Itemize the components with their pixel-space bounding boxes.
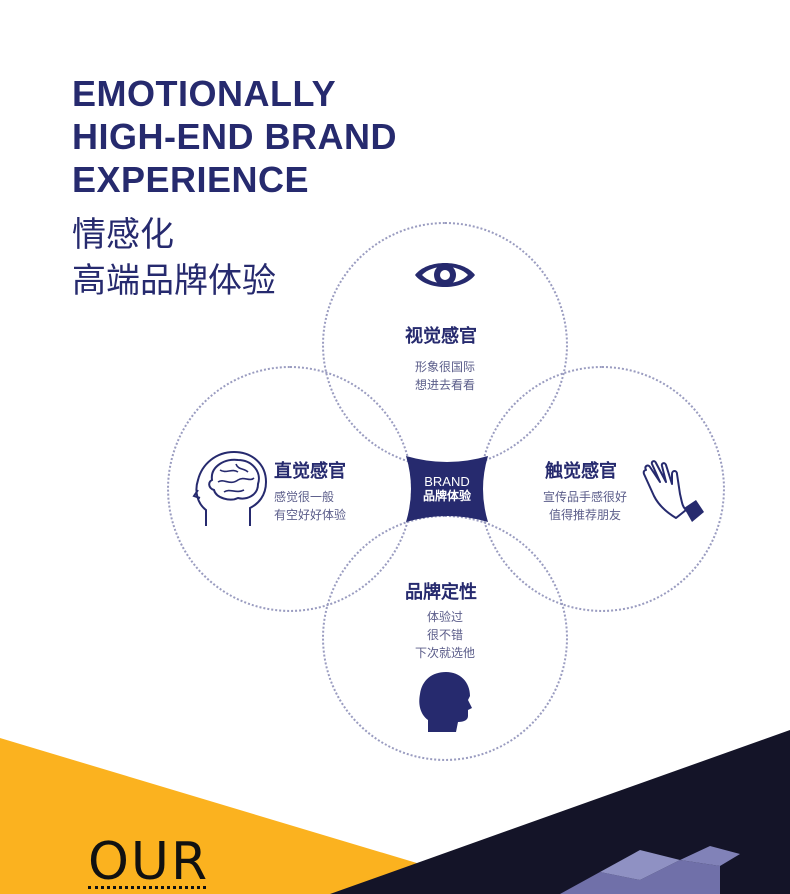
chinese-heading: 情感化 高端品牌体验 <box>72 212 276 304</box>
cube-graphic <box>560 846 740 894</box>
touch-sense-description: 宣传品手感很好 值得推荐朋友 <box>537 488 633 524</box>
english-heading: EMOTIONALLY HIGH-END BRAND EXPERIENCE <box>72 72 397 201</box>
eye-icon <box>415 263 475 287</box>
english-heading-line: EXPERIENCE <box>72 159 310 200</box>
intuition-sense-title: 直觉感官 <box>274 461 346 482</box>
head-silhouette-icon <box>419 672 472 732</box>
brand-experience-badge: BRAND 品牌体验 <box>406 456 488 522</box>
brand-sense-title: 品牌定性 <box>405 582 477 603</box>
badge-text-cn: 品牌体验 <box>422 489 471 503</box>
yellow-band <box>0 738 520 894</box>
brand-desc-line: 下次就选他 <box>414 646 475 660</box>
brain-head-icon <box>192 450 268 526</box>
brand-desc-line: 很不错 <box>426 628 463 642</box>
english-heading-line: EMOTIONALLY <box>72 73 337 114</box>
visual-desc-line: 形象很国际 <box>414 360 475 374</box>
hand-icon <box>642 460 704 522</box>
our-heading: OUR <box>88 832 210 892</box>
english-heading-line: HIGH-END BRAND <box>72 116 397 157</box>
brand-desc-line: 体验过 <box>426 610 463 624</box>
visual-desc-line: 想进去看看 <box>414 378 475 392</box>
badge-shape <box>406 456 488 522</box>
chinese-heading-line: 情感化 <box>72 215 174 255</box>
touch-desc-line: 值得推荐朋友 <box>548 508 621 522</box>
visual-sense-title: 视觉感官 <box>405 326 477 347</box>
visual-sense-description: 形象很国际 想进去看看 <box>400 358 490 394</box>
badge-text-en: BRAND <box>424 474 470 489</box>
touch-sense-title: 触觉感官 <box>545 461 617 482</box>
intuition-desc-line: 有空好好体验 <box>274 508 347 522</box>
chinese-heading-line: 高端品牌体验 <box>72 261 276 301</box>
touch-desc-line: 宣传品手感很好 <box>542 490 627 504</box>
badge-text: BRAND 品牌体验 <box>406 474 488 504</box>
brand-sense-description: 体验过 很不错 下次就选他 <box>400 608 490 662</box>
background-shapes <box>0 730 790 894</box>
our-heading-underline <box>88 886 206 889</box>
intuition-sense-description: 感觉很一般 有空好好体验 <box>274 488 346 524</box>
dark-band <box>330 730 790 894</box>
intuition-desc-line: 感觉很一般 <box>274 490 335 504</box>
